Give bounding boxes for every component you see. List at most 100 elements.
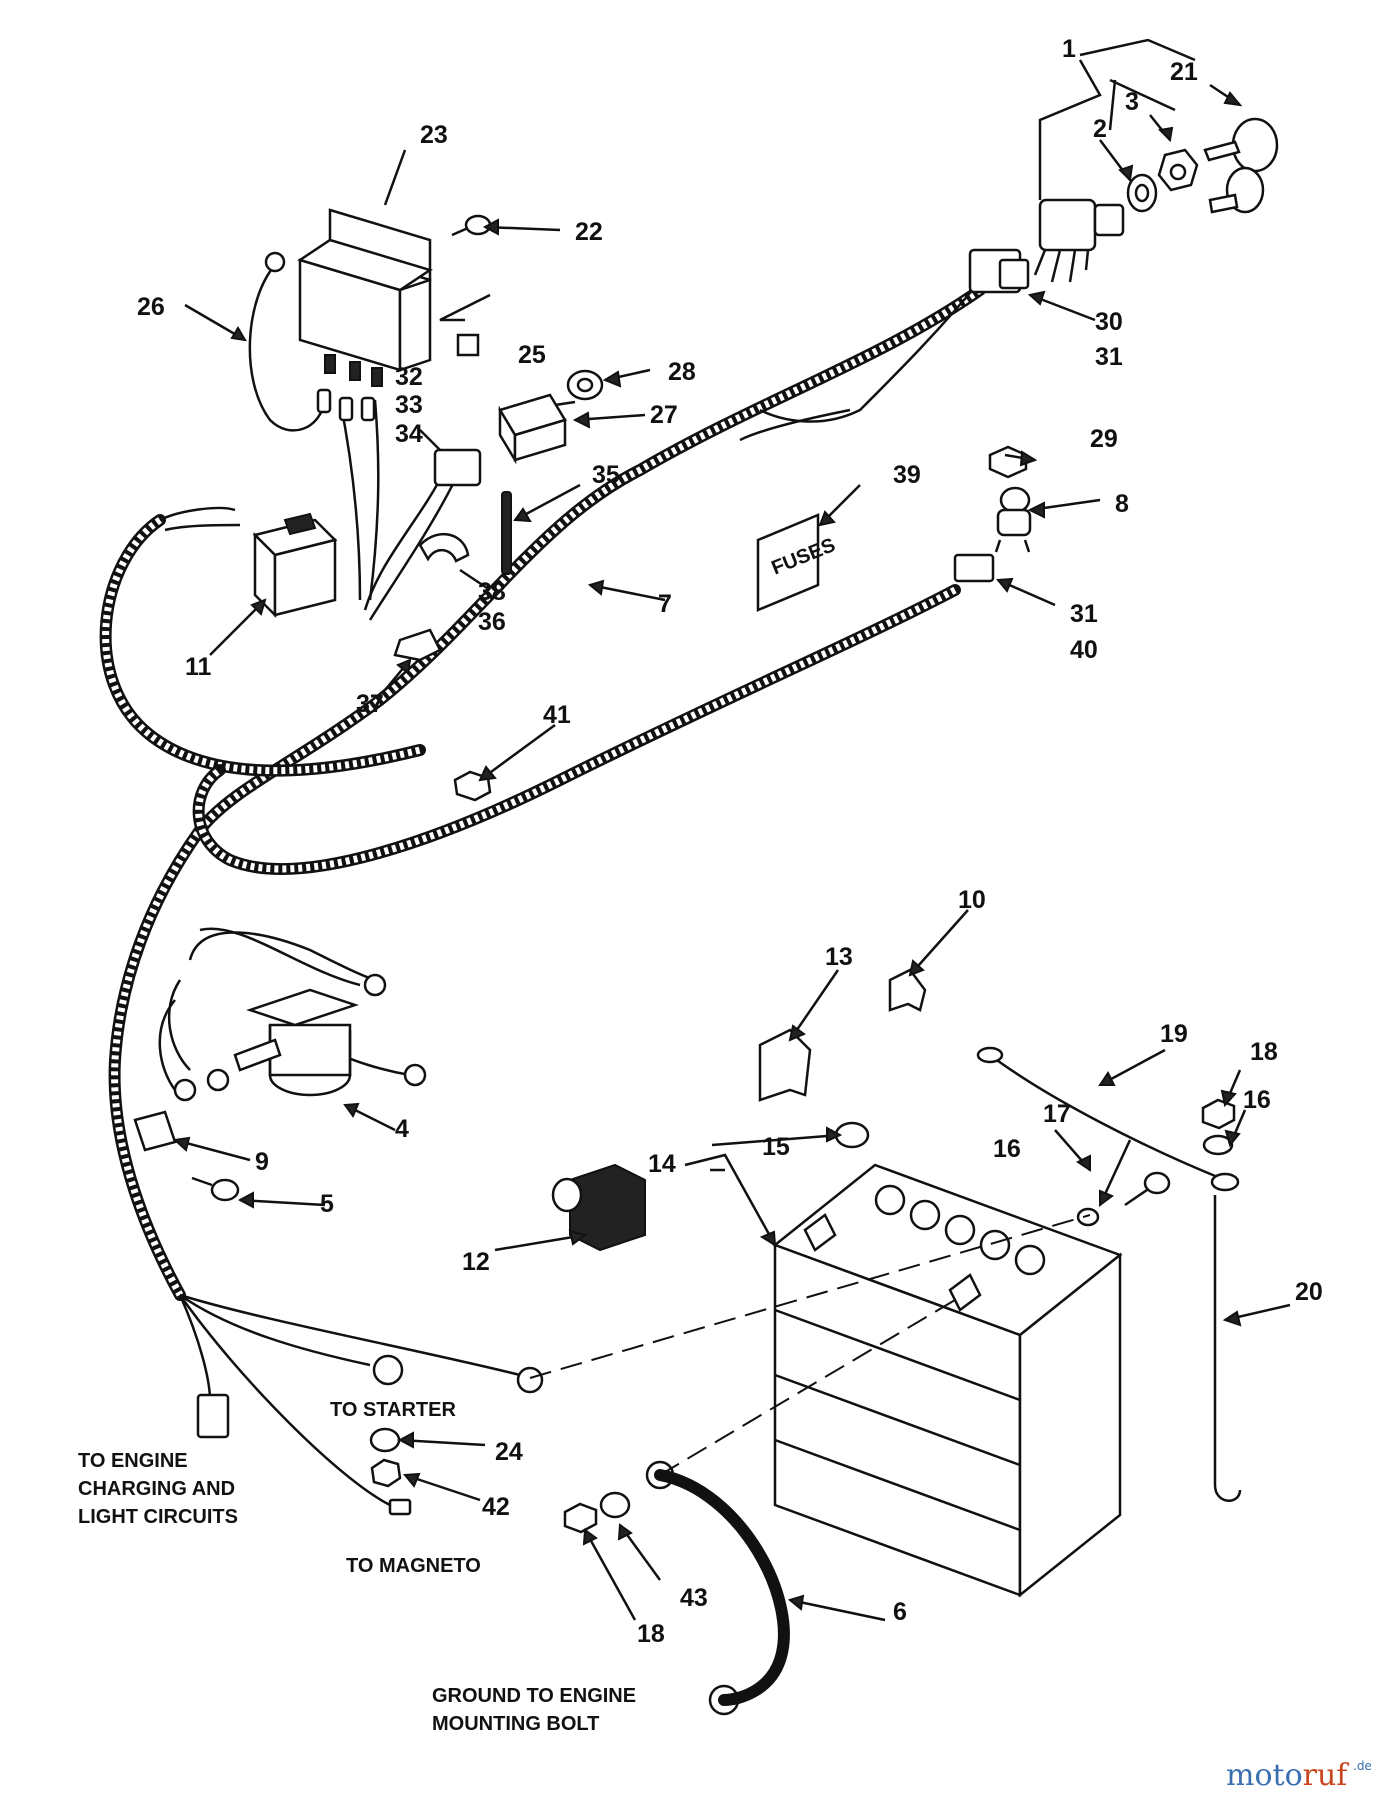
caption-ground-line1: GROUND TO ENGINE	[432, 1685, 636, 1707]
callout-20: 20	[1295, 1278, 1323, 1306]
screw-icon	[451, 214, 492, 237]
leader-arrowheads	[172, 91, 1243, 1611]
callout-16-left: 16	[993, 1135, 1021, 1163]
bracket-icon	[393, 628, 442, 662]
callout-42: 42	[482, 1493, 510, 1521]
callout-18-lower: 18	[637, 1620, 665, 1648]
battery-icon	[772, 1163, 1123, 1598]
callout-38: 38	[478, 578, 506, 606]
sensor-nut-icon	[988, 445, 1028, 479]
callout-21: 21	[1170, 58, 1198, 86]
callout-28: 28	[668, 358, 696, 386]
wire-terminals-icon	[316, 388, 482, 487]
callout-33: 33	[395, 391, 423, 419]
callout-43: 43	[680, 1584, 708, 1612]
watermark-part-a: moto	[1226, 1758, 1303, 1793]
relay-icon	[264, 208, 433, 387]
caption-to-engine-line3: LIGHT CIRCUITS	[78, 1506, 238, 1528]
cable-clip-icon	[133, 1110, 177, 1152]
washer-bottom-icon	[599, 1491, 631, 1519]
callout-37: 37	[356, 690, 384, 718]
callout-13: 13	[825, 943, 853, 971]
assembly-line-1	[529, 1214, 1091, 1379]
fuses-pack-icon: FUSES	[756, 513, 839, 612]
rocker-switch-icon	[252, 512, 338, 619]
callout-7: 7	[658, 590, 672, 618]
panel-nut-icon	[566, 369, 604, 401]
ground-cable-icon	[654, 1469, 790, 1706]
callout-11: 11	[185, 653, 212, 681]
captions: TO STARTER TO ENGINE CHARGING AND LIGHT …	[78, 1399, 636, 1735]
callout-4: 4	[395, 1115, 409, 1143]
ignition-key-icon	[1203, 117, 1279, 214]
caption-to-engine-line1: TO ENGINE	[78, 1450, 188, 1472]
callout-39: 39	[893, 461, 921, 489]
battery-bolt-icon	[1124, 1171, 1171, 1207]
callout-9: 9	[255, 1148, 269, 1176]
callout-5: 5	[320, 1190, 334, 1218]
bar-eye-right-icon	[1210, 1172, 1240, 1192]
callout-40: 40	[1070, 636, 1098, 664]
callout-26: 26	[137, 293, 165, 321]
assembly-line-2	[659, 1299, 956, 1476]
washer-icon	[369, 1427, 401, 1453]
callout-36: 36	[478, 608, 506, 636]
caption-to-starter: TO STARTER	[330, 1399, 456, 1421]
callout-29: 29	[1090, 425, 1118, 453]
hex-nut-right-icon	[1201, 1098, 1236, 1130]
washer-right-icon	[1202, 1134, 1234, 1156]
hex-nut-icon	[1157, 148, 1199, 192]
callout-31-lower: 31	[1070, 600, 1098, 628]
callout-31-upper: 31	[1095, 343, 1123, 371]
callout-16-right: 16	[1243, 1086, 1271, 1114]
callout-12: 12	[462, 1248, 490, 1276]
wire-clamp-icon	[418, 533, 470, 563]
bolt-icon	[191, 1176, 240, 1202]
callout-17: 17	[1043, 1100, 1071, 1128]
battery-clip-icon	[758, 1028, 812, 1102]
callout-18-upper: 18	[1250, 1038, 1278, 1066]
caption-to-magneto: TO MAGNETO	[346, 1555, 481, 1577]
small-clip-icon	[888, 968, 927, 1012]
watermark-suffix: .de	[1353, 1759, 1372, 1773]
magneto-terminal-icon	[388, 1498, 412, 1516]
callout-10: 10	[958, 886, 986, 914]
callout-25: 25	[518, 341, 546, 369]
callout-32: 32	[395, 363, 423, 391]
callout-35: 35	[592, 461, 620, 489]
hold-down-bar-icon	[989, 1053, 1226, 1182]
callout-34: 34	[395, 420, 423, 448]
washer-mid-icon	[1076, 1207, 1100, 1227]
callout-6: 6	[893, 1598, 907, 1626]
main-harness	[99, 264, 986, 1507]
callout-30: 30	[1095, 308, 1123, 336]
starter-solenoid-icon	[233, 988, 359, 1097]
svg-text:motoruf: motoruf	[1226, 1758, 1349, 1793]
callout-numbers: 1 21 2 3 23 22 26 25 30 31 32 33 34 28 2…	[137, 35, 1323, 1648]
bar-eye-icon	[976, 1046, 1004, 1064]
clip-icon	[456, 333, 480, 357]
fuse-strip-icon	[501, 491, 512, 575]
harness-connector-icon	[968, 248, 1030, 294]
ring-terminal-icons	[173, 973, 740, 1716]
nut-icon	[370, 1458, 402, 1488]
terminal-boot-icon	[551, 1163, 646, 1252]
sensor-connector-icon	[953, 553, 995, 583]
sensor-switch-icon	[994, 486, 1032, 553]
callout-1: 1	[1062, 35, 1076, 63]
lock-washer-icon	[1126, 173, 1158, 213]
callout-14: 14	[648, 1150, 676, 1178]
callout-22: 22	[575, 218, 603, 246]
callout-24: 24	[495, 1438, 523, 1466]
callout-19: 19	[1160, 1020, 1188, 1048]
caption-to-engine-line2: CHARGING AND	[78, 1478, 235, 1500]
callout-15: 15	[762, 1133, 790, 1161]
callout-3: 3	[1125, 88, 1139, 116]
callout-8: 8	[1115, 490, 1129, 518]
ignition-switch-icon	[1033, 198, 1125, 283]
watermark-logo: motoruf .de	[1226, 1758, 1372, 1793]
engine-connector-icon	[196, 1393, 230, 1439]
caption-ground-line2: MOUNTING BOLT	[432, 1713, 599, 1735]
callout-23: 23	[420, 121, 448, 149]
